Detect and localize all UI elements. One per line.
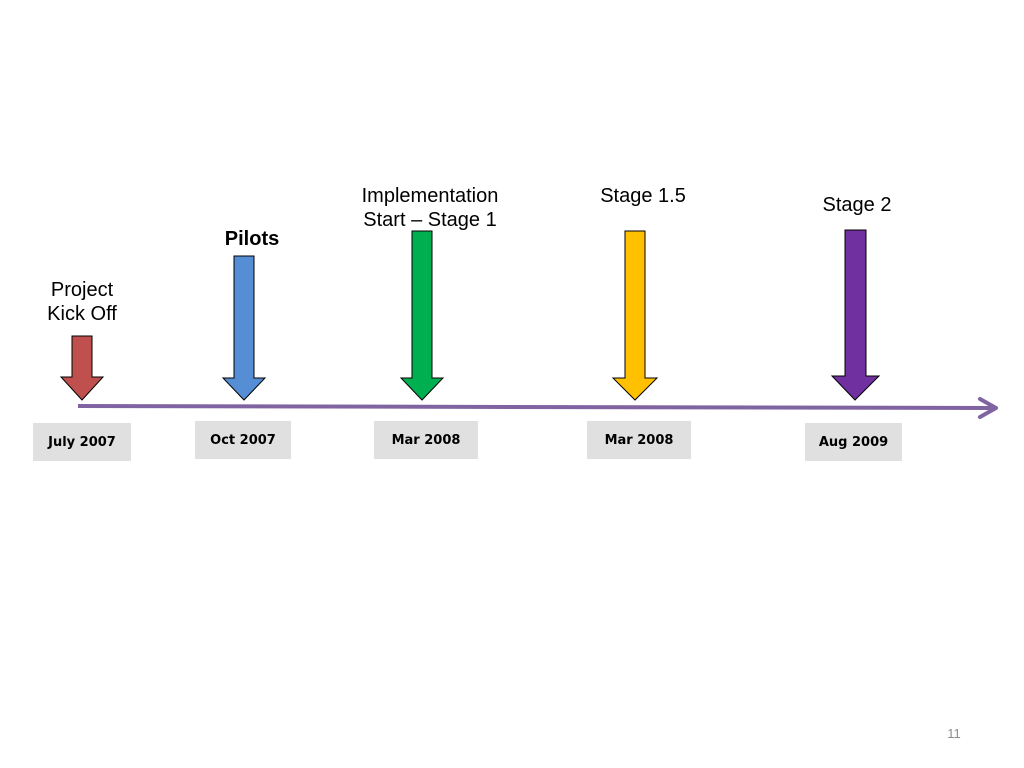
- milestone-date-pilots: Oct 2007: [195, 421, 291, 459]
- milestone-date-implementation: Mar 2008: [374, 421, 478, 459]
- timeline-arrowhead-icon: [978, 397, 998, 419]
- milestone-label-pilots: Pilots: [224, 228, 280, 250]
- milestone-label-stage2: Stage 2: [822, 194, 892, 216]
- milestone-label-stage15: Stage 1.5: [600, 185, 686, 207]
- timeline-axis: [77, 404, 993, 410]
- milestone-arrow-stage15-icon: [611, 230, 659, 401]
- milestone-arrow-stage2-icon: [830, 229, 881, 401]
- page-number: 11: [947, 726, 961, 741]
- milestone-arrow-pilots-icon: [221, 255, 267, 401]
- milestone-date-stage2: Aug 2009: [805, 423, 902, 461]
- milestone-label-kickoff: Project Kick Off: [47, 279, 117, 325]
- milestone-arrow-implementation-icon: [399, 230, 445, 401]
- milestone-label-implementation: Implementation Start – Stage 1: [361, 185, 499, 231]
- milestone-date-kickoff: July 2007: [33, 423, 131, 461]
- milestone-arrow-kickoff-icon: [59, 335, 105, 401]
- milestone-date-stage15: Mar 2008: [587, 421, 691, 459]
